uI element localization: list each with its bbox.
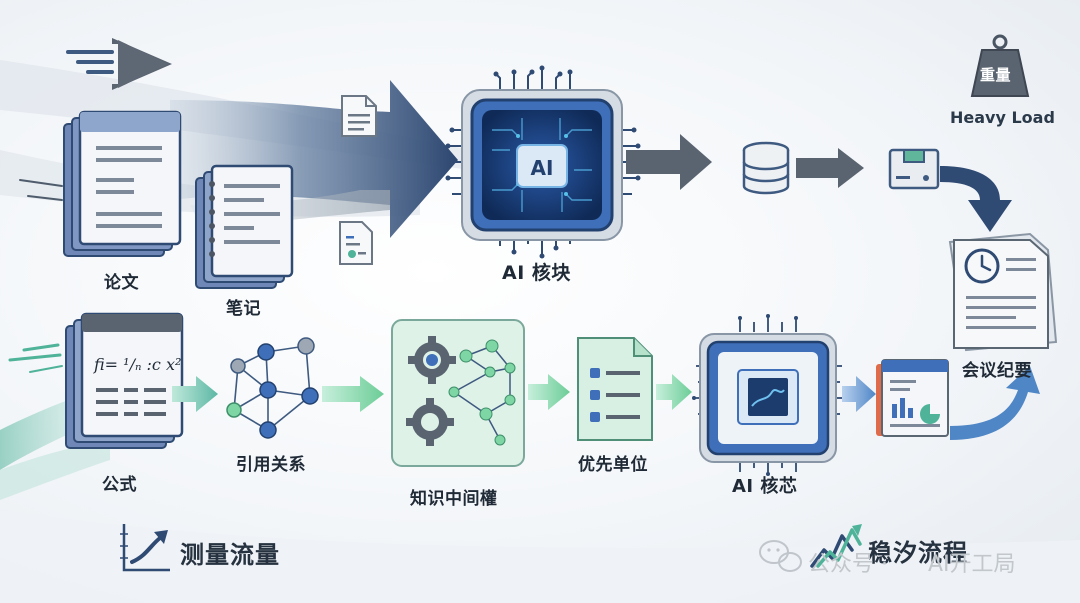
- label-heavy-load: Heavy Load: [950, 108, 1055, 127]
- label-formula: 公式: [102, 475, 137, 495]
- wechat-watermark-icon: [759, 540, 802, 572]
- formula-stack-icon: fi= ¹/ₙ :c x²: [65, 312, 184, 449]
- weight-icon: [970, 34, 1030, 97]
- chip-badge-text: AI: [531, 156, 554, 180]
- watermark-channel-prefix: 公众号 ·: [808, 552, 888, 577]
- notes-stack-icon: [195, 164, 294, 289]
- arrow-graph-to-knowledge: [322, 376, 384, 412]
- label-ai-block: AI 核块: [502, 262, 571, 284]
- label-knowledge: 知识中间權: [410, 489, 498, 509]
- label-steady-flow: 稳汐流程: [868, 539, 968, 567]
- label-citations: 引用关系: [236, 455, 306, 475]
- speed-arrow-icon: [66, 38, 172, 90]
- storage-box-icon: [888, 148, 940, 190]
- ai-block-chip-icon: AI: [445, 65, 641, 259]
- watermark-channel-name: AI开工局: [928, 552, 1016, 577]
- citation-graph-icon: [226, 337, 319, 439]
- floating-document-icon: [341, 95, 377, 137]
- paper-stack-icon: [63, 110, 182, 257]
- label-measure-flow: 测量流量: [180, 541, 280, 569]
- label-weight: 重量: [980, 66, 1012, 84]
- meeting-minutes-icon: [948, 232, 1058, 352]
- gear-icon: [406, 398, 454, 446]
- arrow-to-database: [626, 134, 712, 190]
- curved-arrow-to-minutes: [940, 166, 1012, 232]
- curved-arrow-to-minutes-bottom: [950, 366, 1040, 440]
- formula-text: fi= ¹/ₙ :c x²: [93, 355, 181, 374]
- knowledge-box-icon: [391, 319, 525, 467]
- report-document-icon: [876, 359, 949, 437]
- gear-icon: [408, 336, 456, 384]
- arrow-priority-to-core: [656, 374, 692, 410]
- label-priority: 优先单位: [578, 455, 648, 475]
- label-minutes: 会议纪要: [962, 361, 1032, 381]
- arrow-core-to-report: [842, 376, 876, 412]
- label-paper: 论文: [104, 273, 139, 293]
- ai-core-chip-icon: [692, 314, 846, 476]
- priority-list-icon: [577, 337, 653, 441]
- arrow-formula-to-graph: [172, 376, 218, 412]
- label-ai-core: AI 核芯: [732, 476, 798, 497]
- floating-chart-doc-icon: [339, 221, 373, 265]
- speed-lines: [8, 179, 63, 373]
- arrow-knowledge-to-priority: [528, 374, 570, 410]
- measure-flow-icon: [120, 524, 170, 572]
- arrow-to-box: [796, 148, 864, 188]
- label-notes: 笔记: [226, 299, 261, 319]
- database-icon: [742, 141, 790, 195]
- steady-flow-icon: [810, 524, 862, 568]
